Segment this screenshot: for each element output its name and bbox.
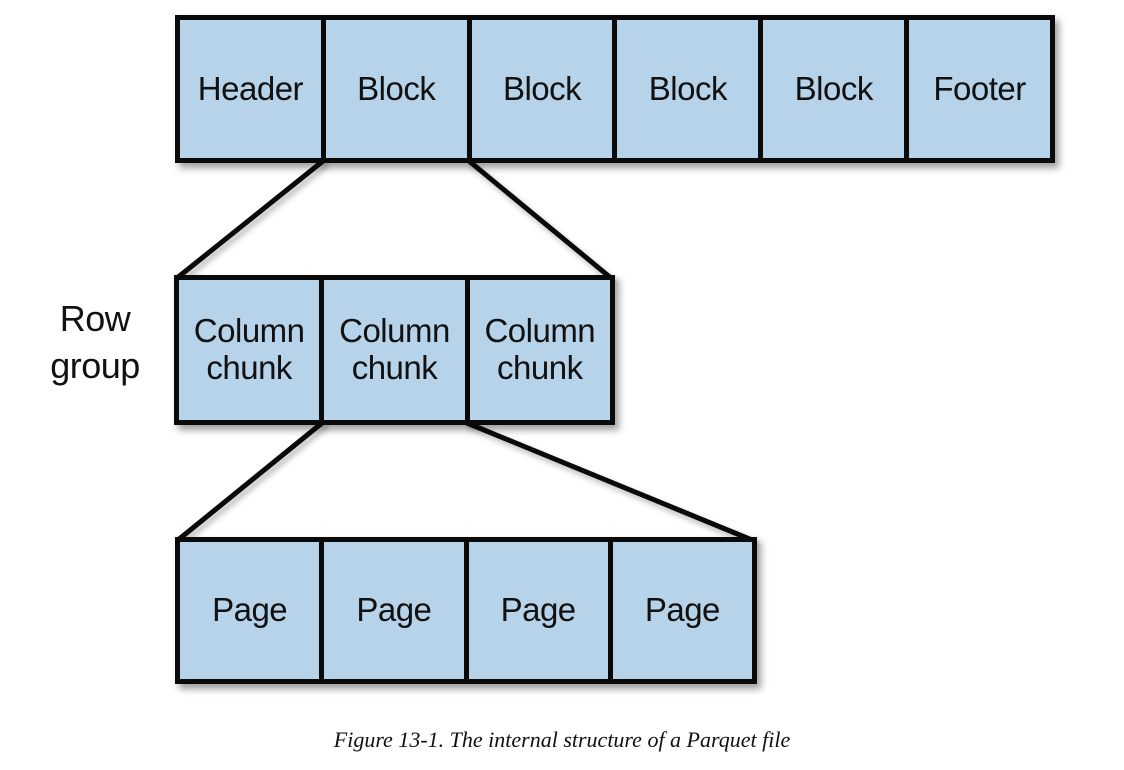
cell-page-4: Page xyxy=(607,542,752,679)
cell-column-chunk-1: Column chunk xyxy=(179,280,320,420)
cell-block-2: Block xyxy=(466,20,613,158)
cell-block-4: Block xyxy=(758,20,905,158)
row-group-label: Row group xyxy=(50,298,140,386)
cell-page-3: Page xyxy=(463,542,608,679)
file-row: Header Block Block Block Block Footer xyxy=(175,15,1055,163)
cell-block-1: Block xyxy=(320,20,467,158)
cell-page-2: Page xyxy=(319,542,464,679)
expansion-line-chunk-to-pages-right xyxy=(464,420,755,543)
cell-column-chunk-2: Column chunk xyxy=(319,280,465,420)
cell-column-chunk-3: Column chunk xyxy=(464,280,610,420)
row-group-row: Column chunk Column chunk Column chunk xyxy=(174,275,615,425)
page-row: Page Page Page Page xyxy=(175,537,757,684)
expansion-line-block-to-rowgroup-right xyxy=(466,158,614,281)
cell-footer: Footer xyxy=(904,20,1050,158)
cell-block-3: Block xyxy=(612,20,759,158)
expansion-line-chunk-to-pages-left xyxy=(175,420,325,543)
cell-header: Header xyxy=(180,20,321,158)
cell-page-1: Page xyxy=(180,542,320,679)
expansion-line-block-to-rowgroup-left xyxy=(174,158,326,281)
figure-caption: Figure 13-1. The internal structure of a… xyxy=(333,727,791,752)
